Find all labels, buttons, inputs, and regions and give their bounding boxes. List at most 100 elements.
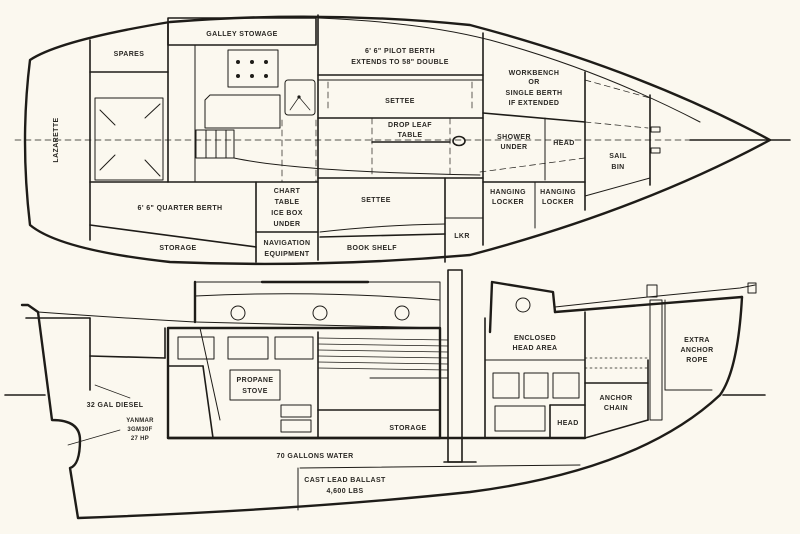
- sink-line-2: [298, 96, 311, 111]
- label-hanging-locker-2b: LOCKER: [542, 199, 574, 206]
- hatch-x-1: [99, 109, 116, 126]
- sole-dash: [479, 157, 586, 173]
- ladder-line: [202, 365, 214, 439]
- cabinet-1: [177, 336, 215, 360]
- bow-dash-2: [584, 121, 649, 129]
- label-water: 70 GALLONS WATER: [276, 453, 353, 460]
- ballast-top: [299, 464, 581, 469]
- fwd-hatch: [488, 280, 557, 334]
- leader-diesel: [94, 384, 131, 399]
- label-head-plan: HEAD: [553, 140, 574, 147]
- bow-dash-1: [584, 79, 651, 99]
- label-hanging-locker-2a: HANGING: [540, 189, 576, 196]
- profile-view: 32 GAL DIESEL YANMAR 3GM30F 27 HP PROPAN…: [4, 269, 766, 520]
- label-propane-2: STOVE: [242, 388, 268, 395]
- label-diesel: 32 GAL DIESEL: [87, 402, 144, 409]
- ladder-rail: [199, 327, 221, 421]
- label-workbench-2: OR: [528, 79, 539, 86]
- plan-view: LAZARETTE SPARES GALLEY STOWAGE 6' 6" PI…: [14, 14, 791, 266]
- label-nav-2: EQUIPMENT: [264, 251, 310, 258]
- label-nav-1: NAVIGATION: [264, 240, 311, 247]
- drawer-2: [280, 419, 312, 433]
- hatch-x-4: [144, 159, 161, 177]
- hatch-x-2: [144, 103, 161, 119]
- label-enclosed-head-1: ENCLOSED: [514, 335, 556, 342]
- quarter-berth-inner: [89, 224, 257, 248]
- label-hanging-locker-1a: HANGING: [490, 189, 526, 196]
- portlight-icon-4: [515, 297, 531, 313]
- hatch-x-3: [99, 154, 116, 171]
- drawer-1: [280, 404, 312, 418]
- label-pilot-berth-2: EXTENDS TO 58" DOUBLE: [351, 59, 449, 66]
- bookshelf-top: [319, 233, 446, 238]
- label-anchor-chain-1: ANCHOR: [599, 395, 632, 402]
- label-lazarette: LAZARETTE: [53, 117, 60, 162]
- label-chart-3: ICE BOX: [271, 210, 303, 217]
- anchor-chain-floor: [584, 419, 649, 439]
- label-hanging-locker-1b: LOCKER: [492, 199, 524, 206]
- settee-edge-stbd: [319, 223, 446, 233]
- cabinet-3: [274, 336, 314, 360]
- label-quarter-berth: 6' 6" QUARTER BERTH: [138, 205, 223, 212]
- galley-counter: [204, 94, 281, 129]
- cleat-icon-1: [650, 126, 661, 133]
- head-cabinet-3: [552, 372, 580, 399]
- profile-hull-outline: [20, 295, 744, 520]
- label-anchor-rope-1: EXTRA: [684, 337, 710, 344]
- label-settee-port: SETTEE: [385, 98, 415, 105]
- label-settee-stbd: SETTEE: [361, 197, 391, 204]
- head-cabinet-1: [492, 372, 520, 399]
- label-engine-3: 27 HP: [131, 436, 149, 442]
- label-chart-2: TABLE: [275, 199, 300, 206]
- label-shower-2: UNDER: [501, 144, 528, 151]
- label-ballast-1: CAST LEAD BALLAST: [304, 477, 386, 484]
- label-sail-bin-2: BIN: [611, 164, 624, 171]
- label-workbench-4: IF EXTENDED: [509, 100, 560, 107]
- label-storage-profile: STORAGE: [389, 425, 426, 432]
- cabinet-2: [227, 336, 269, 360]
- plan-sheer-line: [317, 17, 701, 123]
- portlight-icon-2: [312, 305, 328, 321]
- label-workbench-1: WORKBENCH: [509, 70, 560, 77]
- sail-bin-edge: [584, 177, 651, 197]
- label-enclosed-head-2: HEAD AREA: [513, 345, 558, 352]
- label-galley-stowage: GALLEY STOWAGE: [206, 31, 277, 38]
- label-head-profile: HEAD: [557, 420, 578, 427]
- galley-sink: [284, 79, 316, 116]
- label-workbench-3: SINGLE BERTH: [506, 90, 563, 97]
- label-chart-4: UNDER: [274, 221, 301, 228]
- label-pilot-berth-1: 6' 6" PILOT BERTH: [365, 48, 435, 55]
- portlight-icon-3: [394, 305, 410, 321]
- propane-stove-box: [229, 369, 281, 401]
- label-shower-1: SHOWER: [497, 134, 531, 141]
- label-anchor-chain-2: CHAIN: [604, 405, 628, 412]
- label-lkr: LKR: [454, 233, 470, 240]
- sink-line-1: [289, 96, 300, 111]
- head-vanity: [494, 405, 546, 432]
- main-cabin-box: [166, 326, 442, 440]
- leader-engine: [67, 429, 121, 446]
- mast-step-icon: [452, 135, 466, 147]
- label-drop-leaf-1: DROP LEAF: [388, 122, 432, 129]
- label-engine-2: 3GM30F: [127, 427, 152, 433]
- portlight-icon-1: [230, 305, 246, 321]
- stem-post: [649, 299, 663, 421]
- aft-sheer: [37, 311, 196, 323]
- label-drop-leaf-2: TABLE: [398, 132, 423, 139]
- label-chart-1: CHART: [274, 188, 301, 195]
- label-book-shelf: BOOK SHELF: [347, 245, 397, 252]
- label-propane-1: PROPANE: [237, 377, 274, 384]
- bow-cleat: [646, 284, 658, 298]
- stove-burners-icon: [236, 60, 268, 78]
- companionway-steps: [195, 129, 235, 159]
- label-engine-1: YANMAR: [126, 418, 154, 424]
- workbench-front: [482, 112, 586, 123]
- bowsprit-end: [747, 282, 757, 294]
- bulkhead-planking: [317, 337, 449, 371]
- label-storage-plan: STORAGE: [159, 245, 196, 252]
- label-spares: SPARES: [114, 51, 145, 58]
- head-cabinet-2: [523, 372, 549, 399]
- label-sail-bin-1: SAIL: [609, 153, 627, 160]
